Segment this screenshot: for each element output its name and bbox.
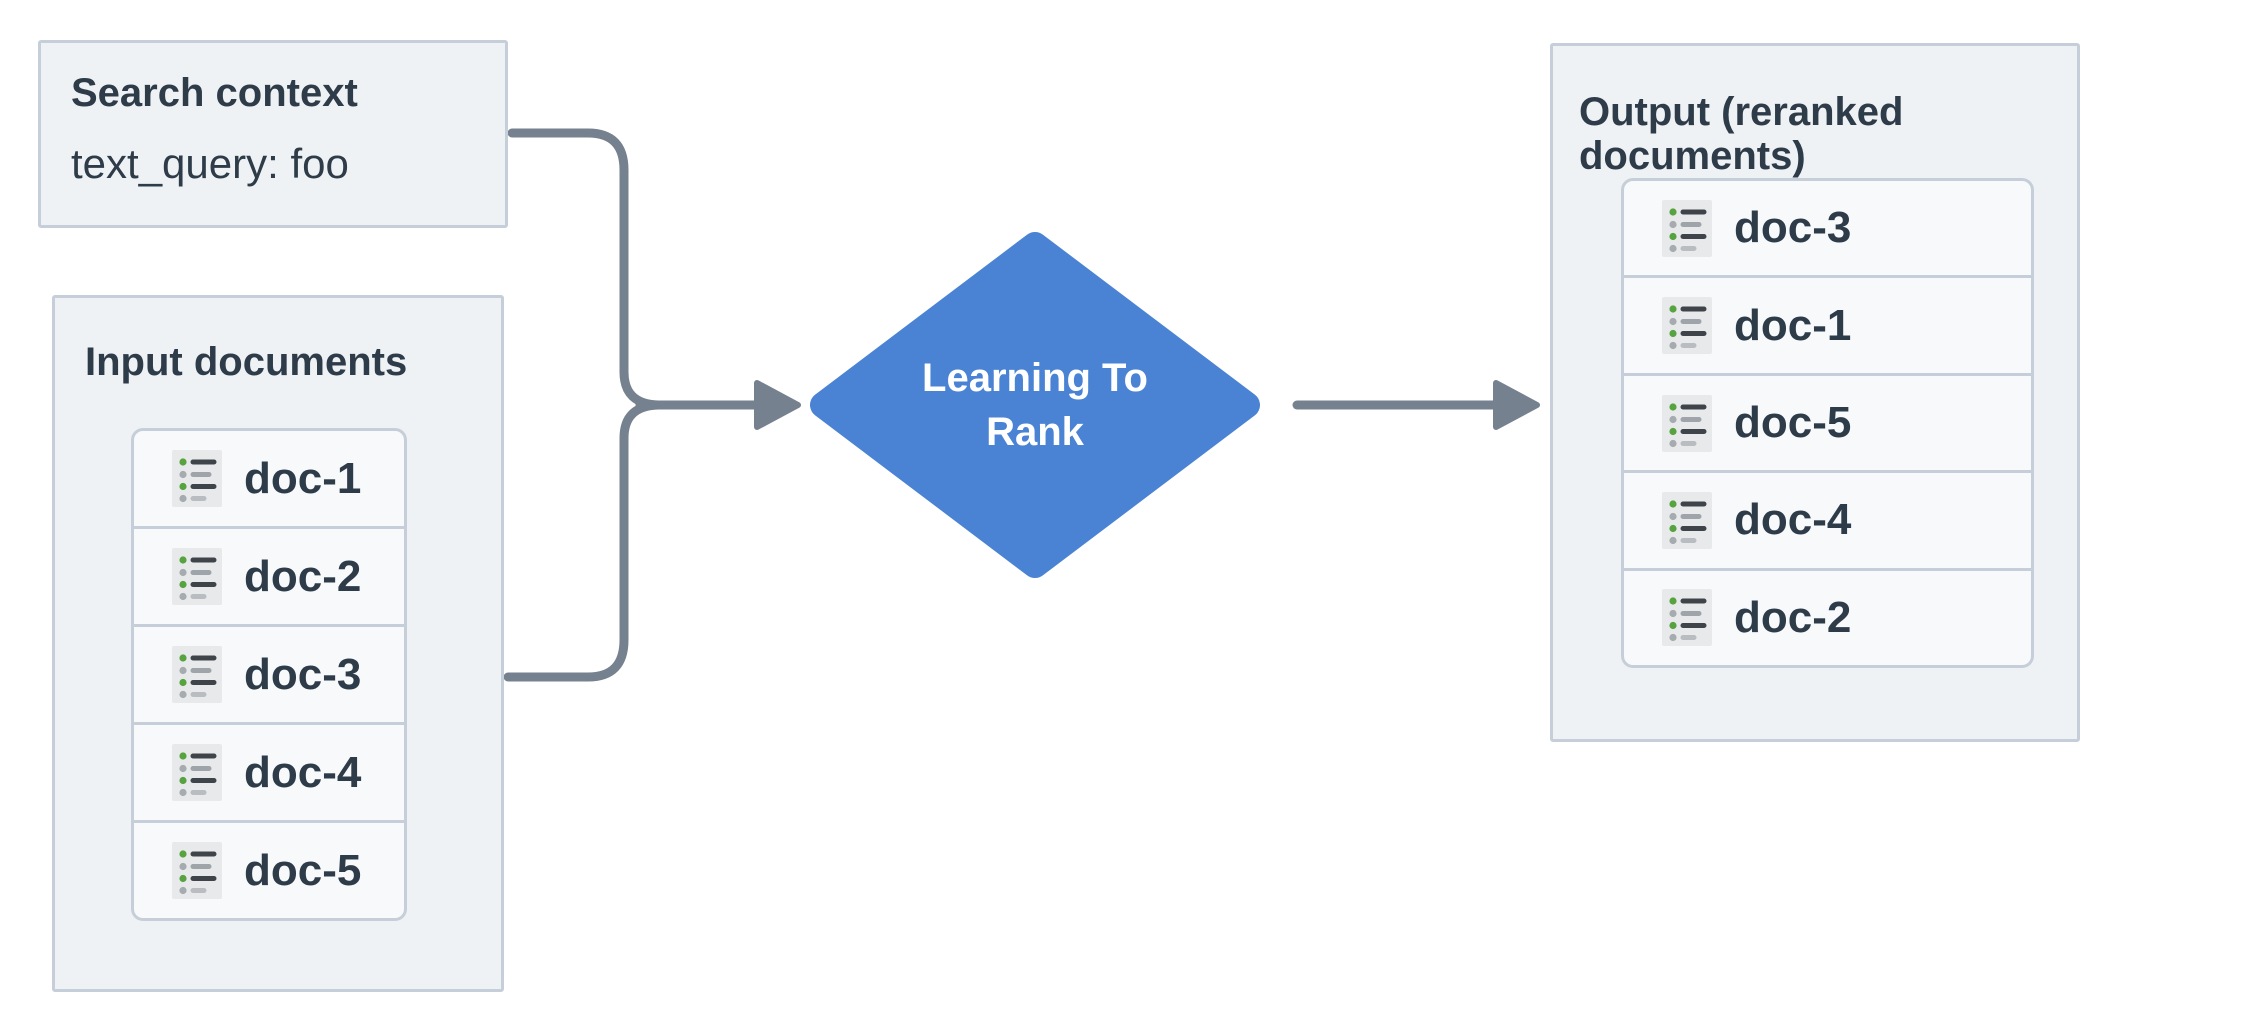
list-icon [1662,394,1712,452]
doc-card: doc-3 [134,624,404,722]
merge-connector-top [507,128,663,410]
output-documents-title: Output (reranked documents) [1579,90,1904,178]
doc-label: doc-5 [1734,398,1852,448]
doc-label: doc-4 [244,747,362,797]
doc-card: doc-1 [134,431,404,526]
doc-label: doc-4 [1734,495,1852,545]
doc-label: doc-1 [1734,300,1852,350]
output-documents-node: Output (reranked documents) [1550,43,2080,742]
doc-card: doc-4 [1624,470,2031,567]
output-doc-list: doc-3 [1621,178,2034,668]
doc-label: doc-5 [244,845,362,895]
list-icon [172,842,222,899]
doc-card: doc-2 [1624,567,2031,665]
doc-card: doc-1 [1624,275,2031,372]
list-icon [172,744,222,801]
list-icon [172,548,222,605]
list-icon [1662,491,1712,549]
input-arrowhead-icon [754,380,801,430]
process-diamond-shape [810,232,1260,578]
doc-label: doc-2 [1734,592,1852,642]
search-context-title: Search context [71,71,358,115]
input-documents-title: Input documents [85,340,408,384]
doc-label: doc-2 [244,551,362,601]
text-query-value: text_query: foo [71,140,349,187]
list-icon [172,450,222,507]
doc-card: doc-4 [134,722,404,820]
doc-card: doc-2 [134,526,404,624]
list-icon [1662,589,1712,647]
doc-label: doc-3 [1734,203,1852,253]
list-icon [1662,199,1712,257]
list-icon [1662,297,1712,355]
input-doc-list: doc-1 [131,428,407,921]
merge-connector-bottom [503,400,663,682]
doc-label: doc-1 [244,453,362,503]
list-icon [172,646,222,703]
doc-label: doc-3 [244,649,362,699]
doc-card: doc-3 [1624,181,2031,275]
process-diamond-label: Learning To Rank [922,356,1148,454]
output-arrowhead-icon [1493,380,1540,430]
input-documents-node: Input documents [52,295,504,992]
doc-card: doc-5 [134,820,404,918]
doc-card: doc-5 [1624,372,2031,470]
search-context-node: Search context text_query: foo [38,40,508,228]
